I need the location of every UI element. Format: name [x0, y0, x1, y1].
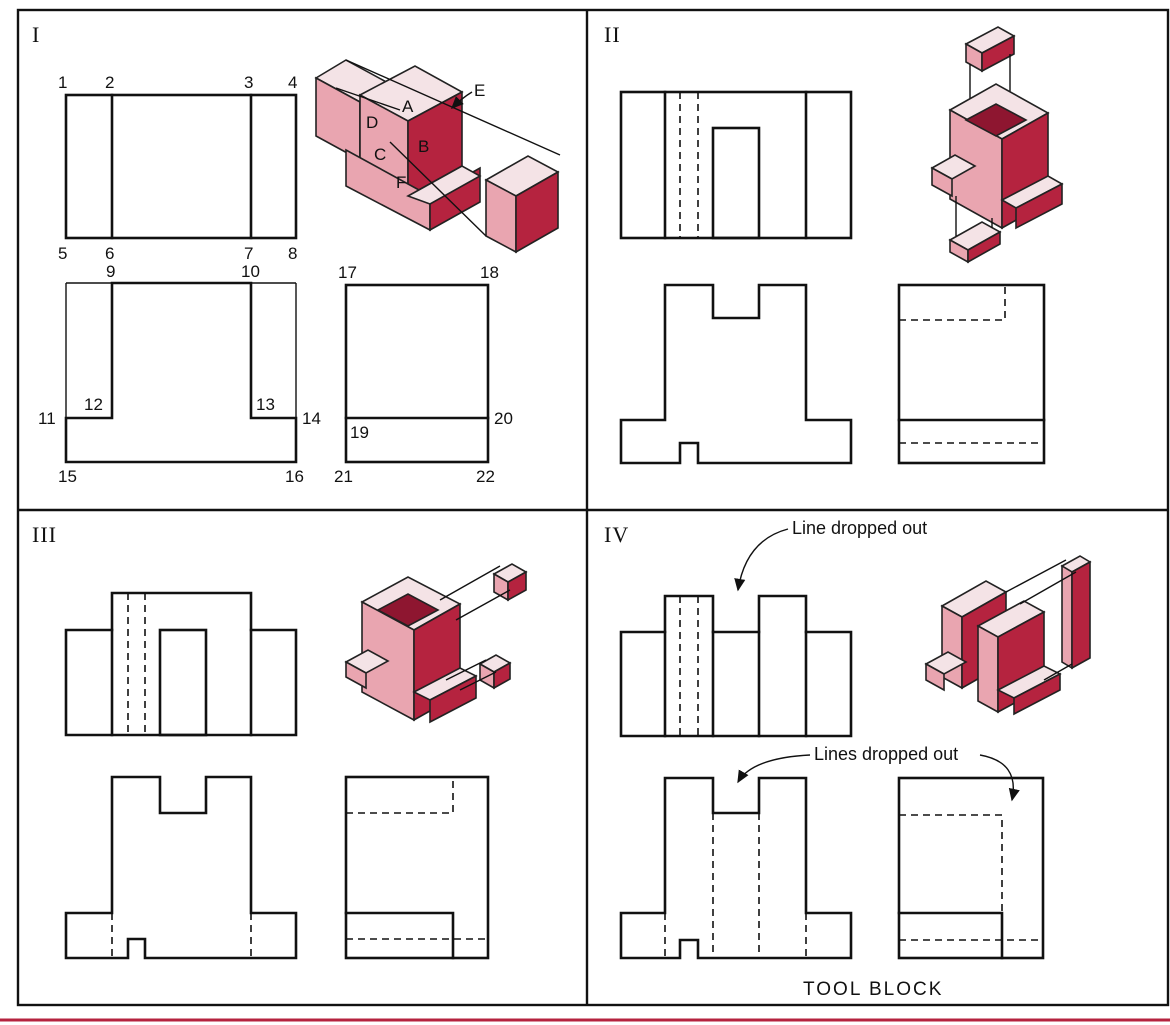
sheet-frame: [0, 8, 1170, 1022]
panel-3-side-view: [344, 775, 490, 960]
point-label: 10: [241, 262, 260, 281]
lines-dropped-note: Lines dropped out: [814, 744, 958, 764]
panel-2: II: [604, 22, 1064, 465]
point-label: 22: [476, 467, 495, 486]
panel-2-isometric-view: [930, 26, 1064, 264]
drawing-caption: TOOL BLOCK: [803, 979, 943, 1000]
panel-4-top-view: [619, 594, 853, 738]
line-dropped-note: Line dropped out: [792, 518, 927, 538]
point-label: 6: [105, 244, 114, 263]
point-label: 2: [105, 73, 114, 92]
point-label: 17: [338, 263, 357, 282]
panel-3: III: [32, 522, 528, 960]
panel-1-numeral: I: [32, 22, 40, 47]
point-label: 9: [106, 262, 115, 281]
face-label: F: [396, 173, 406, 192]
point-label: 20: [494, 409, 513, 428]
point-label: 16: [285, 467, 304, 486]
face-label: B: [418, 137, 429, 156]
face-label: A: [402, 97, 414, 116]
point-label: 13: [256, 395, 275, 414]
point-label: 5: [58, 244, 67, 263]
panel-4-callouts: Line dropped out Lines dropped out: [734, 518, 1020, 802]
panel-1-front-view: [64, 281, 298, 464]
point-label: 12: [84, 395, 103, 414]
point-label: 1: [58, 73, 67, 92]
face-label: C: [374, 145, 386, 164]
panel-1-top-view: [64, 93, 298, 240]
panel-2-side-view: [897, 283, 1046, 465]
panel-1-point-labels: 1 2 3 4 5 6 7 8 9 10 11 12 13 14 15 16 1…: [38, 73, 513, 486]
panel-2-top-view: [619, 90, 853, 240]
face-label: E: [474, 81, 485, 100]
point-label: 7: [244, 244, 253, 263]
panel-4-numeral: IV: [604, 522, 629, 547]
panel-1: I 1 2 3 4 5 6 7 8: [32, 22, 561, 486]
panel-3-top-view: [64, 591, 298, 737]
panel-2-front-view: [619, 283, 853, 465]
point-label: 3: [244, 73, 253, 92]
panel-4-side-view: [897, 776, 1045, 960]
panel-2-numeral: II: [604, 22, 621, 47]
panel-4-isometric-view: [924, 555, 1092, 716]
point-label: 21: [334, 467, 353, 486]
panel-3-numeral: III: [32, 522, 57, 547]
point-label: 8: [288, 244, 297, 263]
panel-3-isometric-view: [344, 563, 528, 724]
point-label: 19: [350, 423, 369, 442]
point-label: 4: [288, 73, 297, 92]
panel-3-front-view: [64, 775, 298, 960]
face-label: D: [366, 113, 378, 132]
point-label: 18: [480, 263, 499, 282]
panel-1-isometric-view: A B C D E F: [314, 59, 561, 254]
point-label: 14: [302, 409, 321, 428]
point-label: 15: [58, 467, 77, 486]
panel-4: IV: [604, 518, 1092, 1000]
panel-1-side-view: [344, 283, 490, 464]
point-label: 11: [38, 409, 56, 428]
panel-4-front-view: [619, 776, 853, 960]
